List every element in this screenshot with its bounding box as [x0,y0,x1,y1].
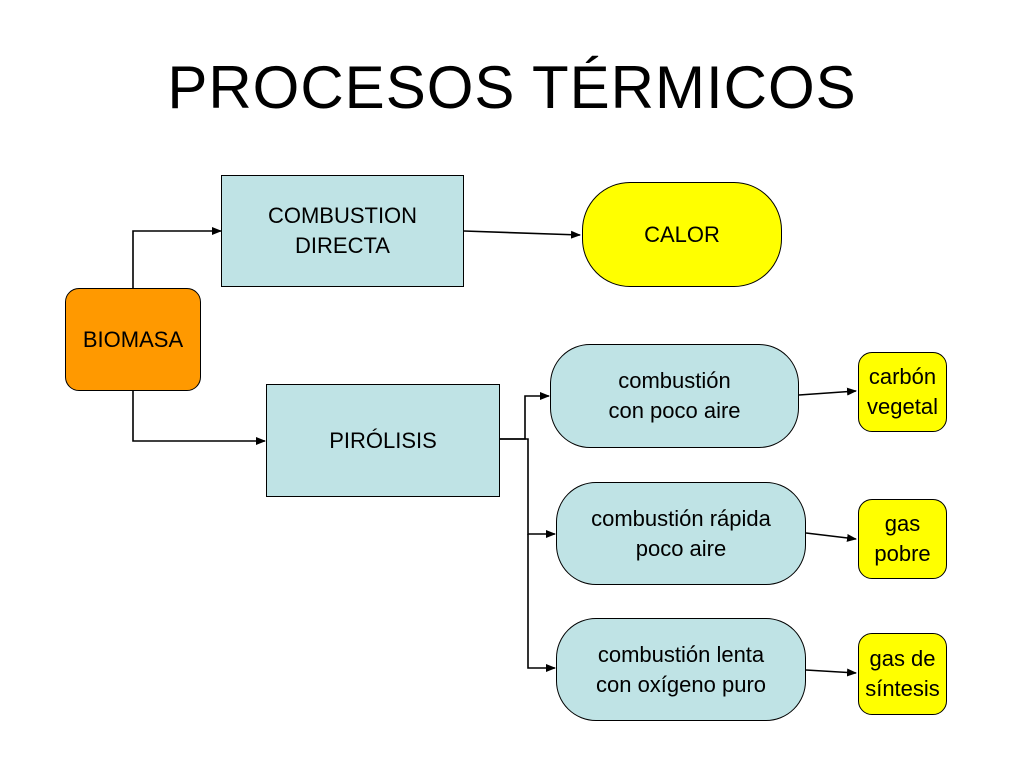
arrow-lenta-gas-sintesis [805,668,857,677]
node-combustion-rapida: combustión rápida poco aire [556,482,806,585]
arrow-poco-aire-carbon [798,387,857,396]
node-combustion-directa: COMBUSTION DIRECTA [221,175,464,287]
arrow-biomasa-pirolisis [132,391,266,445]
page-title: PROCESOS TÉRMICOS [167,54,857,121]
node-calor: CALOR [582,182,782,287]
node-combustion-lenta: combustión lenta con oxígeno puro [556,618,806,721]
node-combustion-poco-aire: combustión con poco aire [550,344,799,448]
arrow-biomasa-combustion [132,227,222,288]
arrow-rapida-gas-pobre [805,532,857,542]
node-gas-sintesis: gas de síntesis [858,633,947,715]
node-pirolisis: PIRÓLISIS [266,384,500,497]
arrow-pirolisis-rapida [500,438,556,538]
arrow-pirolisis-poco-aire [500,392,550,440]
node-carbon-vegetal: carbón vegetal [858,352,947,432]
arrow-pirolisis-lenta [527,534,556,672]
node-gas-pobre: gas pobre [858,499,947,579]
node-biomasa: BIOMASA [65,288,201,391]
arrow-combustion-calor [463,230,581,239]
